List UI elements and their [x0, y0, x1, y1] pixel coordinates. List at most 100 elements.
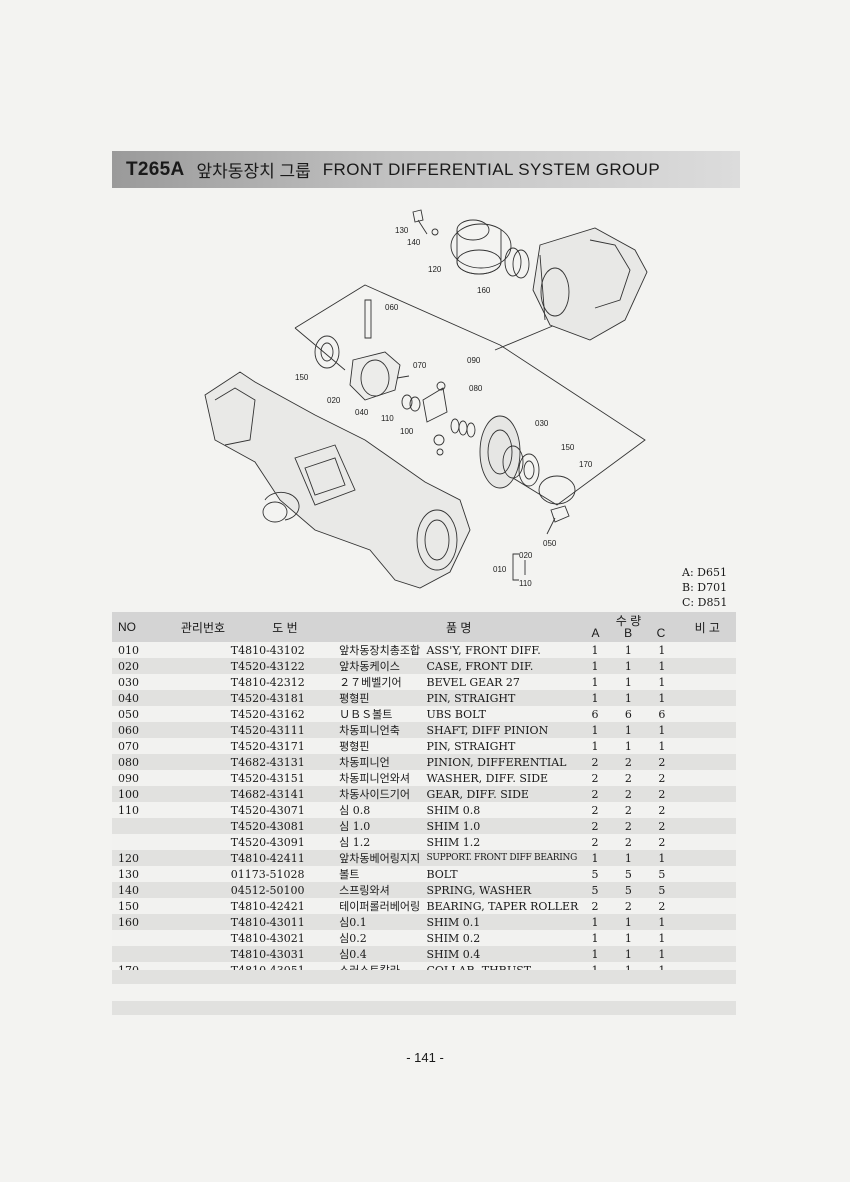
note	[679, 642, 736, 658]
model-legend: A: D651 B: D701 C: D851	[682, 565, 727, 610]
qty-b: 2	[624, 803, 632, 817]
qty-b: 2	[624, 899, 632, 913]
part-name-korean: ２７베벨기어	[339, 676, 402, 689]
management-number	[175, 674, 231, 690]
part-no	[112, 834, 175, 850]
qty-b: 1	[624, 691, 632, 705]
part-no: 050	[118, 707, 139, 721]
note	[679, 658, 736, 674]
qty-c: 2	[658, 899, 666, 913]
callout-020: 020	[327, 396, 341, 405]
management-number	[175, 802, 231, 818]
part-number: T4810-42411	[230, 851, 305, 865]
part-no: 080	[118, 755, 139, 769]
qty-b: 2	[624, 771, 632, 785]
qty-b: 1	[624, 723, 632, 737]
qty-a: 1	[591, 675, 599, 689]
management-number	[175, 866, 231, 882]
part-number: T4810-43031	[230, 947, 305, 961]
qty-c: 2	[658, 755, 666, 769]
callout-150-left: 150	[295, 373, 309, 382]
part-number: T4682-43131	[230, 755, 305, 769]
part-name-english: BEARING, TAPER ROLLER	[426, 899, 579, 913]
qty-c: 1	[658, 739, 666, 753]
table-header-row: NO 관리번호 도 번 품 명 수 량 A B C 비 고	[112, 612, 736, 642]
part-no: 100	[118, 787, 139, 801]
qty-a: 1	[591, 947, 599, 961]
qty-a: 1	[591, 851, 599, 865]
part-name-korean: 앞차동베어링지지	[339, 852, 421, 865]
qty-b: 2	[624, 819, 632, 833]
part-name-english: PIN, STRAIGHT	[426, 739, 516, 753]
part-name-english: BOLT	[426, 867, 458, 881]
part-number: T4520-43091	[230, 835, 305, 849]
part-name-english: SHAFT, DIFF PINION	[426, 723, 549, 737]
blank-row	[112, 970, 736, 984]
model-c: C: D851	[682, 596, 728, 609]
qty-b: 5	[624, 883, 632, 897]
callout-130: 130	[395, 226, 409, 235]
group-code: T265A	[126, 158, 185, 180]
qty-a: 2	[591, 899, 599, 913]
management-number	[175, 722, 231, 738]
part-name-english: SHIM 0.8	[426, 803, 481, 817]
page-number: - 141 -	[406, 1050, 444, 1065]
part-number: 04512-50100	[230, 883, 305, 897]
part-number: T4520-43111	[230, 723, 305, 737]
qty-b: 1	[624, 739, 632, 753]
management-number	[175, 882, 231, 898]
group-title-english: FRONT DIFFERENTIAL SYSTEM GROUP	[322, 159, 661, 179]
management-number	[175, 850, 231, 866]
note	[679, 674, 736, 690]
part-number: T4810-43102	[230, 643, 305, 657]
part-name-english: SUPPORT. FRONT DIFF BEARING	[426, 853, 577, 863]
qty-b: 1	[624, 947, 632, 961]
part-no: 070	[118, 739, 139, 753]
qty-a: 1	[591, 931, 599, 945]
part-no: 060	[118, 723, 139, 737]
legend-010: 010	[493, 565, 507, 574]
callout-110: 110	[381, 414, 394, 423]
exploded-view-svg: 130 140 120 160 060 070 090 080 150 020 …	[204, 209, 648, 589]
model-b: B: D701	[682, 581, 728, 594]
callout-080: 080	[469, 384, 483, 393]
part-no: 160	[118, 915, 139, 929]
header-qty-a: A	[591, 625, 600, 640]
part-name-english: CASE, FRONT DIF.	[426, 659, 534, 673]
part-number: 01173-51028	[230, 867, 305, 881]
management-number	[175, 898, 231, 914]
exploded-view-diagram: 130 140 120 160 060 070 090 080 150 020 …	[195, 200, 675, 595]
qty-a: 1	[591, 691, 599, 705]
part-no	[112, 818, 175, 834]
management-number	[175, 818, 231, 834]
header-qty-c: C	[656, 625, 666, 640]
part-name-korean: 차동사이드기어	[339, 788, 410, 801]
qty-c: 2	[658, 787, 666, 801]
part-number: T4520-43181	[230, 691, 305, 705]
note	[679, 818, 736, 834]
qty-c: 2	[658, 835, 666, 849]
qty-c: 1	[658, 915, 666, 929]
legend-020: 020	[519, 551, 533, 560]
note	[679, 706, 736, 722]
part-no	[112, 946, 175, 962]
part-name-korean: 앞차동장치총조합	[339, 644, 421, 657]
qty-a: 2	[591, 835, 599, 849]
callout-170: 170	[579, 460, 593, 469]
part-name-english: WASHER, DIFF. SIDE	[426, 771, 549, 785]
qty-a: 1	[591, 915, 599, 929]
note	[679, 690, 736, 706]
section-title-bar: T265A 앞차동장치 그룹 FRONT DIFFERENTIAL SYSTEM…	[112, 151, 740, 188]
part-number: T4520-43122	[230, 659, 305, 673]
qty-c: 6	[658, 707, 666, 721]
note	[679, 738, 736, 754]
note	[679, 898, 736, 914]
qty-b: 2	[624, 755, 632, 769]
